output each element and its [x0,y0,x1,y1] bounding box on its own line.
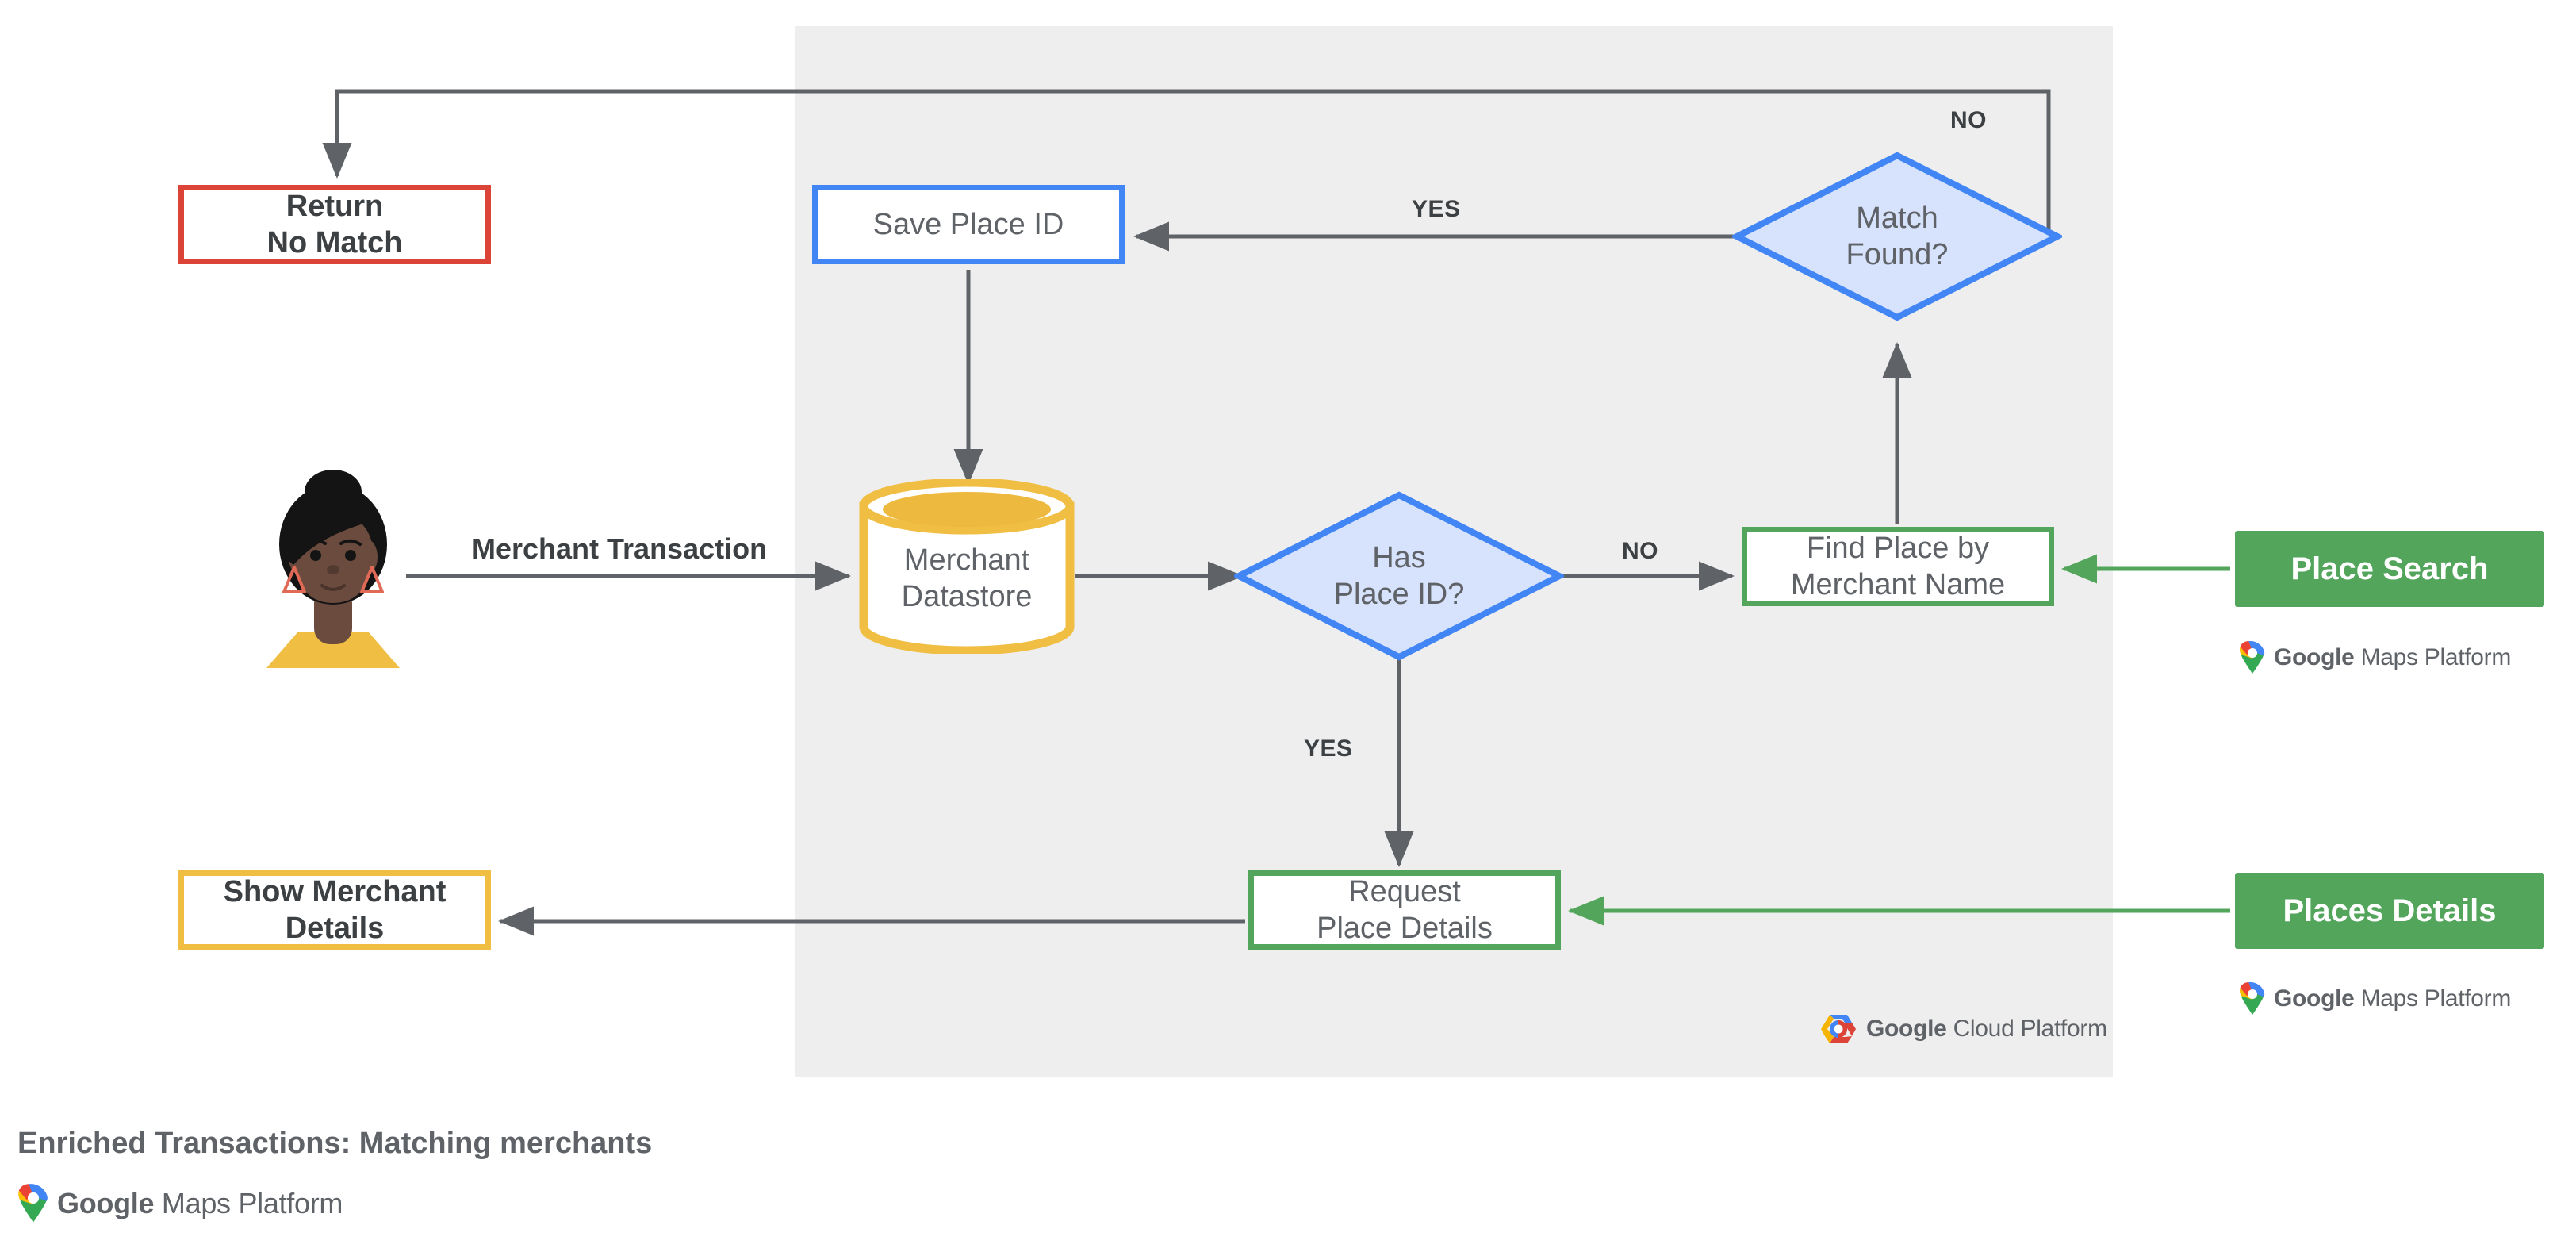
merchant-datastore-node[interactable]: Merchant Datastore [859,479,1075,654]
find-place-label: Find Place by Merchant Name [1790,531,2006,601]
google-cloud-platform-logo: Google Cloud Platform [1820,1012,2107,1046]
edge-label-place-id-no: NO [1622,538,1658,564]
maps-logo-text: Google Maps Platform [2274,985,2512,1012]
diagram-caption: Enriched Transactions: Matching merchant… [17,1127,653,1160]
place-search-api-chip[interactable]: Place Search [2235,531,2544,607]
edge-label-place-id-yes: YES [1304,735,1353,762]
request-place-details-node[interactable]: Request Place Details [1248,870,1561,950]
merchant-customer-avatar [266,470,400,668]
cloud-hexagon-icon [1821,1015,1856,1043]
match-found-label: Match Found? [1846,201,1949,271]
edge-label-merchant-transaction: Merchant Transaction [472,532,768,565]
maps-logo-text: Google Maps Platform [57,1187,343,1219]
save-place-id-node[interactable]: Save Place ID [812,185,1125,264]
maps-pin-icon [18,1184,48,1223]
places-details-api-chip[interactable]: Places Details [2235,873,2544,949]
google-maps-platform-logo-place-search: Google Maps Platform [2239,641,2511,674]
show-merchant-details-label: Show Merchant Details [223,874,447,945]
return-no-match-node[interactable]: Return No Match [178,185,491,264]
merchant-datastore-label: Merchant Datastore [901,543,1033,613]
place-search-label: Place Search [2290,551,2489,586]
places-details-label: Places Details [2283,893,2497,928]
request-place-details-label: Request Place Details [1317,874,1493,945]
edge-label-match-yes: YES [1412,196,1461,222]
find-place-by-merchant-name-node[interactable]: Find Place by Merchant Name [1742,527,2054,606]
match-found-decision[interactable]: Match Found? [1732,151,2062,322]
edge-label-match-no: NO [1950,107,1987,133]
google-maps-platform-logo-footer: Google Maps Platform [17,1184,343,1223]
cloud-logo-text: Google Cloud Platform [1866,1016,2107,1042]
return-no-match-label: Return No Match [266,189,403,259]
show-merchant-details-node[interactable]: Show Merchant Details [178,870,491,950]
maps-pin-icon [2240,982,2265,1015]
has-place-id-label: Has Place ID? [1333,540,1465,611]
maps-logo-text: Google Maps Platform [2274,644,2512,670]
maps-pin-icon [2240,641,2265,674]
google-maps-platform-logo-places-details: Google Maps Platform [2239,982,2511,1016]
save-place-id-label: Save Place ID [872,207,1064,241]
has-place-id-decision[interactable]: Has Place ID? [1234,490,1564,662]
